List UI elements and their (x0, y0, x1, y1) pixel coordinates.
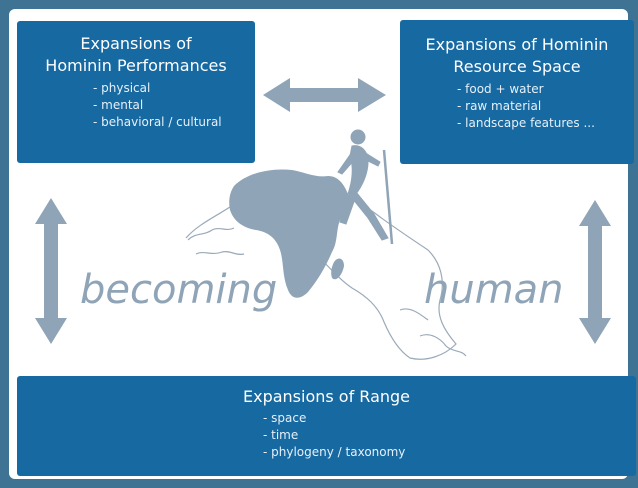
list-item: - time (263, 428, 299, 442)
list-item: - physical (93, 81, 151, 95)
list-item: - food + water (457, 82, 544, 96)
resource-space-list: - food + water - raw material - landscap… (457, 81, 634, 132)
africa-map (229, 169, 350, 298)
word-human: human (424, 267, 564, 313)
madagascar-map (331, 258, 344, 280)
double-arrow-horizontal (263, 78, 386, 112)
hominin-performances-title-line1: Expansions of (80, 34, 192, 53)
resource-space-title-line2: Resource Space (453, 57, 581, 76)
list-item: - raw material (457, 99, 542, 113)
resource-space-box: Expansions of Hominin Resource Space - f… (400, 20, 634, 164)
list-item: - space (263, 411, 307, 425)
range-title: Expansions of Range (242, 387, 411, 406)
list-item: - landscape features ... (457, 116, 595, 130)
word-becoming: becoming (80, 267, 278, 313)
double-arrow-left-vertical (35, 198, 67, 344)
hominin-performances-title-line2: Hominin Performances (45, 56, 227, 75)
asia-islands (399, 308, 467, 357)
range-list: - space - time - phylogeny / taxonomy (263, 410, 636, 461)
list-item: - mental (93, 98, 144, 112)
europe-coast (187, 227, 245, 256)
list-item: - behavioral / cultural (93, 115, 222, 129)
range-box: Expansions of Range - space - time - phy… (17, 376, 636, 476)
hominin-performances-box: Expansions of Hominin Performances - phy… (17, 21, 255, 163)
hominin-performances-list: - physical - mental - behavioral / cultu… (93, 80, 255, 131)
walking-hominin-figure (337, 129, 394, 245)
resource-space-title-line1: Expansions of Hominin (425, 35, 609, 54)
list-item: - phylogeny / taxonomy (263, 445, 406, 459)
double-arrow-right-vertical (579, 200, 611, 344)
